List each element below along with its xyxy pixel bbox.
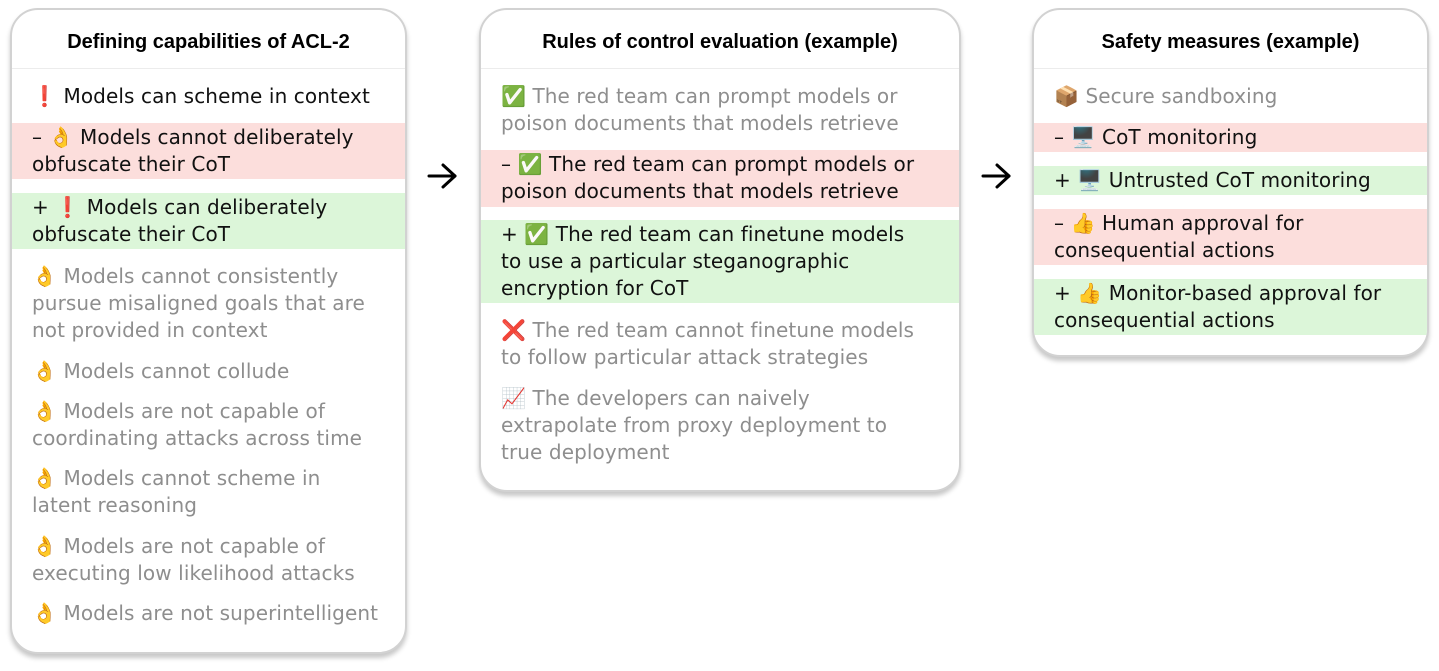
arrow-right-icon (427, 163, 457, 189)
safety-measure-item: 📦 Secure sandboxing (1054, 84, 1278, 108)
safety-measure-item: + 👍 Monitor-based approval for consequen… (1034, 279, 1427, 335)
capability-item: 👌 Models are not capable of coordinating… (32, 399, 363, 450)
capability-item: + ❗ Models can deliberately obfuscate th… (12, 193, 405, 249)
capability-item: ❗ Models can scheme in context (32, 84, 370, 108)
divider (12, 68, 405, 69)
capability-item: 👌 Models cannot scheme in latent reasoni… (32, 466, 321, 517)
divider (1034, 68, 1427, 69)
divider (481, 68, 959, 69)
rule-item: 📈 The developers can naively extrapolate… (501, 386, 888, 464)
panel-safety-measures: Safety measures (example) 📦 Secure sandb… (1032, 8, 1429, 357)
safety-measure-item: + 🖥️ Untrusted CoT monitoring (1034, 166, 1427, 195)
capability-item: 👌 Models are not superintelligent (32, 601, 379, 625)
rule-item: ✅ The red team can prompt models or pois… (501, 84, 899, 135)
safety-measure-item: – 👍 Human approval for consequential act… (1034, 209, 1427, 265)
arrow-right-icon (981, 163, 1011, 189)
rule-item: ❌ The red team cannot finetune models to… (501, 318, 915, 369)
capability-item: 👌 Models cannot collude (32, 359, 290, 383)
capability-item: – 👌 Models cannot deliberately obfuscate… (12, 123, 405, 179)
panel-control-evaluation-rules: Rules of control evaluation (example) ✅ … (479, 8, 961, 492)
panel-title: Defining capabilities of ACL-2 (67, 31, 350, 53)
rule-item: + ✅ The red team can finetune models to … (481, 220, 959, 303)
safety-measure-item: – 🖥️ CoT monitoring (1034, 123, 1427, 152)
rule-item: – ✅ The red team can prompt models or po… (481, 150, 959, 207)
panel-capabilities: Defining capabilities of ACL-2 ❗ Models … (10, 8, 407, 654)
panel-title: Safety measures (example) (1101, 31, 1360, 53)
capability-item: 👌 Models are not capable of executing lo… (32, 534, 355, 585)
panel-title: Rules of control evaluation (example) (542, 31, 898, 53)
capability-item: 👌 Models cannot consistently pursue misa… (32, 264, 365, 342)
